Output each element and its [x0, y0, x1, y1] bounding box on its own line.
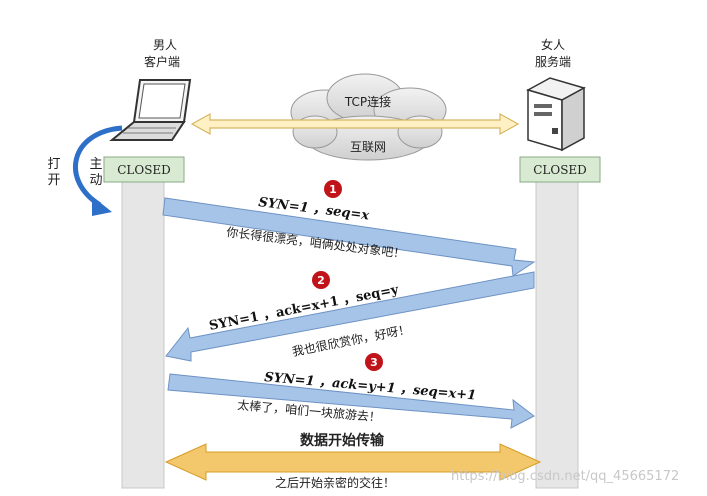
cloud-bottom-label: 互联网	[350, 140, 386, 154]
server-title-line1: 女人	[541, 37, 565, 52]
step-1-number: 1	[329, 183, 337, 196]
ack-arrow	[167, 373, 535, 429]
step-1-badge	[324, 180, 342, 198]
syn-arrow	[162, 197, 536, 277]
client-lane	[121, 177, 165, 489]
active-open-char-4: 开	[47, 173, 60, 188]
data-transfer-label: 数据开始传输	[300, 432, 385, 449]
client-state-label: CLOSED	[117, 163, 171, 177]
step-2-badge	[312, 271, 330, 289]
server-state-label: CLOSED	[533, 163, 587, 177]
server-title-line2: 服务端	[535, 54, 571, 69]
client-title-line2: 客户端	[144, 54, 180, 69]
active-open-char-2: 动	[89, 173, 102, 188]
active-open-arrowhead	[92, 196, 112, 216]
step-3-number: 3	[370, 356, 378, 369]
client-state-box	[103, 156, 185, 183]
active-open-char-1: 主	[89, 157, 102, 172]
syn-ack-arrow	[165, 271, 535, 362]
data-transfer-arrow	[164, 443, 542, 481]
laptop-icon	[109, 79, 192, 141]
client-title-line1: 男人	[153, 38, 177, 52]
active-open-arrow	[73, 125, 123, 208]
server-icon	[526, 77, 586, 152]
cloud-top-label: TCP连接	[344, 94, 391, 109]
server-lane	[535, 177, 579, 489]
active-open-char-3: 打	[47, 157, 60, 172]
watermark: https://blog.csdn.net/qq_45665172	[451, 469, 679, 484]
step-3-badge	[365, 353, 383, 371]
connection-double-arrow	[190, 112, 520, 136]
step-2-number: 2	[317, 274, 325, 287]
server-state-box	[519, 156, 601, 183]
data-transfer-caption: 之后开始亲密的交往！	[275, 475, 395, 490]
